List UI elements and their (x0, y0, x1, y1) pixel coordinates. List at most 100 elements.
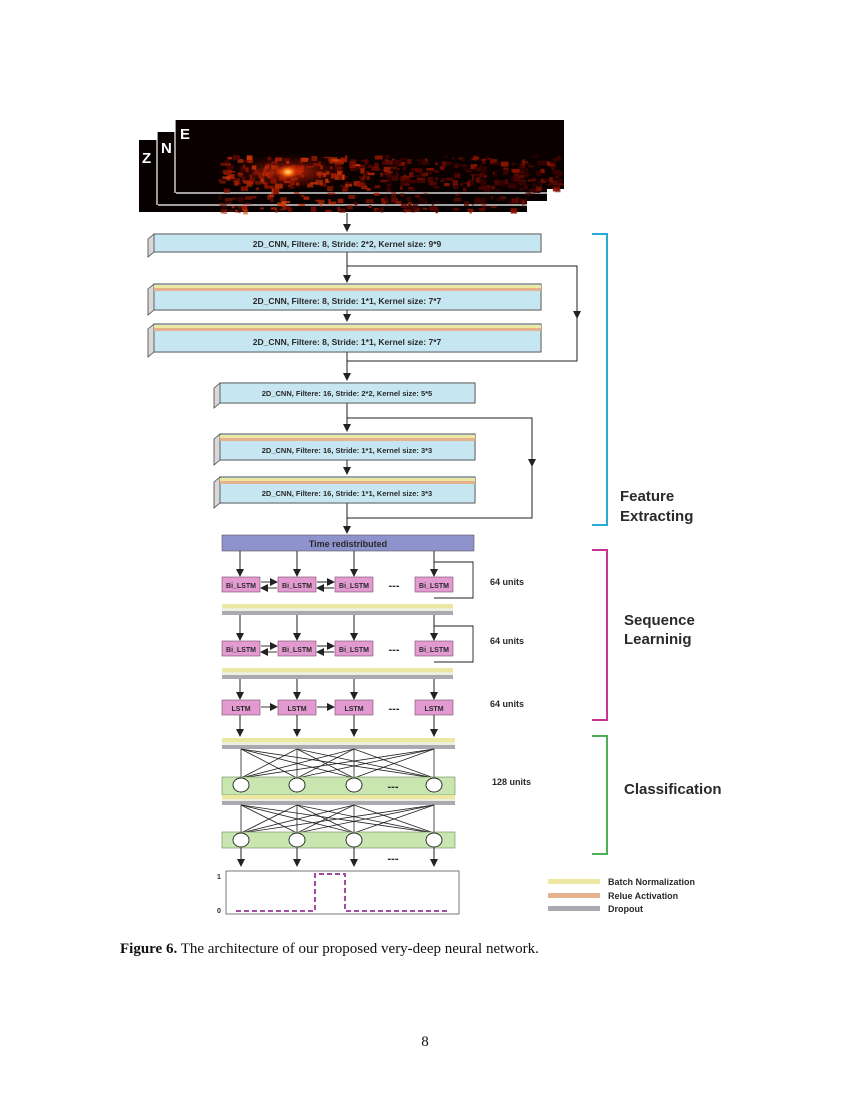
spectrogram-speckle (328, 199, 331, 204)
spectrogram-speckle (474, 197, 480, 200)
neuron (345, 777, 363, 793)
spectrogram-speckle (516, 197, 520, 199)
spectrogram-speckle (552, 169, 560, 175)
spectrogram-speckle (504, 169, 508, 172)
dense-connections-1 (240, 748, 435, 779)
spectrogram-speckle (429, 206, 438, 211)
spectrogram-speckle (317, 199, 325, 204)
spectrogram-speckle (433, 185, 439, 189)
spectrogram-speckle (532, 178, 537, 180)
spectrogram-speckle (490, 206, 497, 209)
spectrogram-speckle (386, 187, 392, 193)
spectrogram-speckle (228, 201, 232, 204)
spectrogram-speckle (402, 166, 406, 171)
spectrogram-speckle (340, 158, 347, 163)
spectrogram-speckle (293, 192, 300, 195)
connection-line (296, 748, 355, 779)
legend-label-dropout: Dropout (608, 904, 643, 914)
spectrogram-speckle (487, 158, 492, 160)
spectrogram-speckle (406, 196, 412, 201)
spectrogram-speckle (380, 172, 384, 177)
spectrogram-speckle (400, 186, 403, 190)
spectrogram-speckle (325, 209, 332, 212)
spectrogram-speckle (400, 182, 405, 186)
spectrogram-speckle (363, 174, 366, 179)
connection-line (353, 804, 435, 834)
spectrogram-speckle (400, 158, 407, 161)
spectrogram-speckle (518, 165, 525, 169)
spectrogram-speckle (408, 202, 412, 207)
spectrogram-speckle (218, 179, 222, 182)
spectrogram-speckle (416, 158, 421, 162)
spectrogram-speckle (219, 181, 226, 184)
spectrogram-speckle (471, 203, 474, 206)
spectrogram-speckle (373, 192, 380, 196)
connection-line (240, 748, 435, 779)
spectrogram-speckle (512, 184, 518, 190)
spectrogram-speckle (361, 159, 369, 163)
spectrogram-speckle (377, 167, 381, 171)
spectrogram-speckle (477, 173, 482, 179)
legend-swatch-batch-norm (548, 879, 600, 884)
spectrogram-speckle (407, 180, 416, 184)
spectrogram-speckle (385, 155, 390, 159)
dense-layer-1: --- (221, 776, 456, 796)
spectrogram-speckle (243, 209, 248, 215)
spectrogram-speckle (417, 197, 424, 201)
neuron (425, 832, 443, 848)
spectrogram-speckle (480, 172, 486, 177)
connection-line (240, 804, 435, 834)
spectrogram-speckle (391, 197, 398, 203)
spectrogram-speckle (550, 161, 557, 165)
spectrogram-speckle (453, 208, 460, 211)
spectrogram-speckle (245, 196, 253, 200)
spectrogram-speckle (310, 206, 317, 212)
spectrogram-speckle (415, 194, 420, 198)
spectrogram-speckle (238, 205, 246, 209)
spectrogram-speckle (386, 183, 392, 187)
spectrogram-speckle (349, 161, 355, 164)
spectrogram-speckle (374, 162, 379, 168)
channel-label-z: Z (142, 150, 151, 167)
spectrogram-speckle (511, 168, 520, 173)
spectrogram-speckle (490, 195, 494, 200)
norm-bar-2 (222, 668, 453, 679)
spectrogram-speckle (427, 177, 434, 183)
spectrogram-speckle (526, 162, 530, 166)
spectrogram-speckle (256, 187, 259, 191)
connection-line (240, 748, 298, 779)
figure-caption-text: The architecture of our proposed very-de… (177, 941, 539, 957)
connection-line (240, 748, 355, 779)
spectrogram-speckle (451, 157, 455, 160)
spectrogram-speckle (524, 185, 528, 190)
bilstm-label: Bi_LSTM (339, 583, 369, 590)
spectrogram-speckle (395, 200, 402, 204)
connection-line (240, 804, 355, 834)
spectrogram-speckle (467, 181, 471, 187)
spectrogram-speckle (511, 162, 514, 166)
connection-line (296, 804, 435, 834)
spectrogram-speckle (298, 203, 305, 206)
spectrogram-speckle (463, 182, 469, 185)
spectrogram-speckle (440, 166, 445, 170)
spectrogram-speckle (524, 193, 533, 196)
spectrogram-speckle (381, 200, 387, 204)
output-axis-bottom-label: 0 (217, 908, 221, 915)
ellipsis: --- (388, 853, 399, 865)
ellipsis: --- (389, 644, 400, 656)
spectrogram-speckle (250, 156, 254, 160)
spectrogram-speckle (380, 207, 384, 210)
spectrogram-speckle (400, 176, 406, 182)
connection-line (296, 804, 355, 834)
spectrogram-speckle (463, 168, 471, 171)
spectrogram-speckle (494, 188, 500, 192)
spectrogram-speckle (414, 179, 422, 183)
spectrogram-speckle (518, 179, 526, 183)
spectrogram-speckle (220, 162, 228, 166)
spectrogram-speckle (344, 181, 352, 184)
spectrogram-speckle (218, 195, 222, 200)
spectrogram-speckle (442, 178, 445, 181)
spectrogram-speckle (446, 161, 452, 166)
lstm-label: LSTM (424, 706, 443, 713)
cnn-layer-3: 2D_CNN, Filtere: 8, Stride: 1*1, Kernel … (147, 323, 542, 358)
